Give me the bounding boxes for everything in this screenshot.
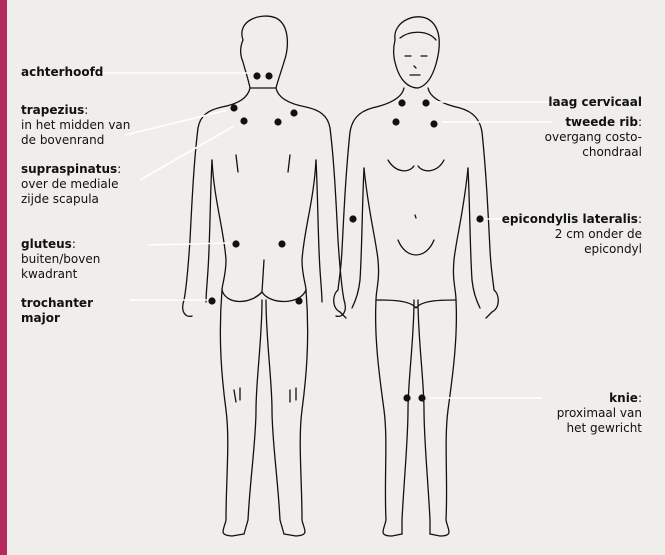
- point-trapezius-left: [230, 104, 237, 111]
- label-tweede-rib-line1: overgang costo-: [545, 130, 642, 144]
- label-gluteus: gluteus: buiten/boven kwadrant: [21, 237, 100, 282]
- point-supraspinatus-left: [240, 117, 247, 124]
- label-epicondylis-title: epicondylis lateralis: [502, 212, 638, 226]
- label-trapezius-title: trapezius: [21, 103, 84, 117]
- label-trapezius: trapezius: in het midden van de bovenran…: [21, 103, 130, 148]
- label-trochanter-title2: major: [21, 311, 60, 325]
- label-supraspinatus-line1: over de mediale: [21, 177, 118, 191]
- leader-trapezius: [125, 110, 228, 135]
- label-tweede-rib-title: tweede rib: [565, 115, 638, 129]
- label-gluteus-line1: buiten/boven: [21, 252, 100, 266]
- point-epicondylis-left: [349, 215, 356, 222]
- point-knie-left: [403, 394, 410, 401]
- front-figure: [334, 17, 499, 536]
- label-colon: :: [638, 115, 642, 129]
- label-epicondylis: epicondylis lateralis: 2 cm onder de epi…: [502, 212, 642, 257]
- label-trochanter: trochanter major: [21, 296, 93, 326]
- label-gluteus-line2: kwadrant: [21, 267, 77, 281]
- label-achterhoofd: achterhoofd: [21, 65, 103, 80]
- label-epicondylis-line2: epicondyl: [584, 242, 642, 256]
- point-gluteus-right: [278, 240, 285, 247]
- label-trapezius-line1: in het midden van: [21, 118, 130, 132]
- point-tweede-rib-left: [392, 118, 399, 125]
- point-laag-cervicaal-right: [422, 99, 429, 106]
- back-figure: [183, 16, 346, 536]
- label-laag-cervicaal: laag cervicaal: [548, 95, 642, 110]
- point-trochanter-right: [295, 297, 302, 304]
- label-tweede-rib-line2: chondraal: [582, 145, 642, 159]
- label-colon: :: [638, 391, 642, 405]
- label-tweede-rib: tweede rib: overgang costo- chondraal: [545, 115, 642, 160]
- label-laag-cervicaal-title: laag cervicaal: [548, 95, 642, 109]
- label-colon: :: [72, 237, 76, 251]
- point-achterhoofd-2: [265, 72, 272, 79]
- label-knie-line1: proximaal van: [557, 406, 642, 420]
- leader-lines: [88, 73, 552, 398]
- label-achterhoofd-title: achterhoofd: [21, 65, 103, 79]
- point-supraspinatus-right: [274, 118, 281, 125]
- point-trochanter-left: [208, 297, 215, 304]
- label-supraspinatus: supraspinatus: over de mediale zijde sca…: [21, 162, 121, 207]
- label-epicondylis-line1: 2 cm onder de: [555, 227, 642, 241]
- label-colon: :: [84, 103, 88, 117]
- label-supraspinatus-title: supraspinatus: [21, 162, 117, 176]
- point-gluteus-left: [232, 240, 239, 247]
- point-tweede-rib-right: [430, 120, 437, 127]
- label-trapezius-line2: de bovenrand: [21, 133, 104, 147]
- label-trochanter-title1: trochanter: [21, 296, 93, 310]
- label-gluteus-title: gluteus: [21, 237, 72, 251]
- label-knie-line2: het gewricht: [567, 421, 643, 435]
- label-knie: knie: proximaal van het gewricht: [557, 391, 642, 436]
- label-colon: :: [638, 212, 642, 226]
- point-achterhoofd-1: [253, 72, 260, 79]
- point-knie-right: [418, 394, 425, 401]
- leader-gluteus: [148, 243, 230, 245]
- point-epicondylis-right: [476, 215, 483, 222]
- label-knie-title: knie: [609, 391, 638, 405]
- label-colon: :: [117, 162, 121, 176]
- leader-supraspinatus: [140, 126, 234, 180]
- point-laag-cervicaal-left: [398, 99, 405, 106]
- label-supraspinatus-line2: zijde scapula: [21, 192, 99, 206]
- point-trapezius-right: [290, 109, 297, 116]
